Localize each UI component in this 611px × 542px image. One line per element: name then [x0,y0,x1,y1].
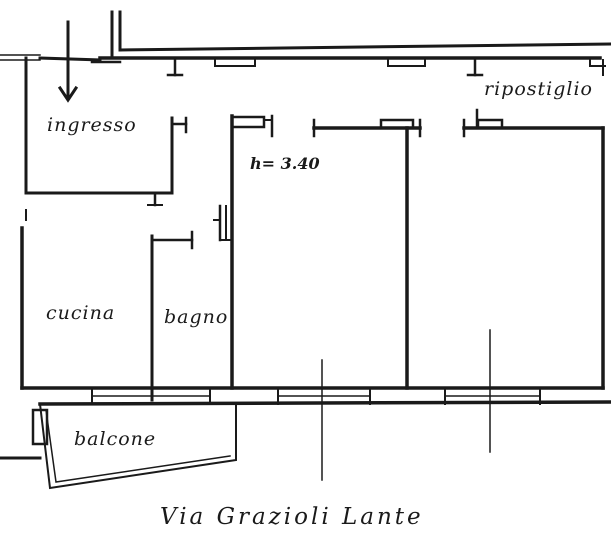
room-label-ingresso: ingresso [47,114,137,136]
wall-interior [230,59,605,390]
ceiling-height-label: h= 3.40 [250,154,320,173]
street-name-label: Via Grazioli Lante [160,504,424,530]
street-axis-lines [321,329,491,481]
room-label-bagno: bagno [164,306,229,328]
entrance-arrow-icon [57,20,79,103]
room-label-cucina: cucina [46,302,116,324]
balcony-outline [0,402,237,490]
exterior-wall-top [0,10,611,77]
wall-ingresso [24,56,188,221]
room-label-ripostiglio: ripostiglio [484,78,593,100]
room-label-balcone: balcone [74,428,157,450]
facade-front [20,386,611,406]
wall-cucina-bagno [20,114,234,402]
